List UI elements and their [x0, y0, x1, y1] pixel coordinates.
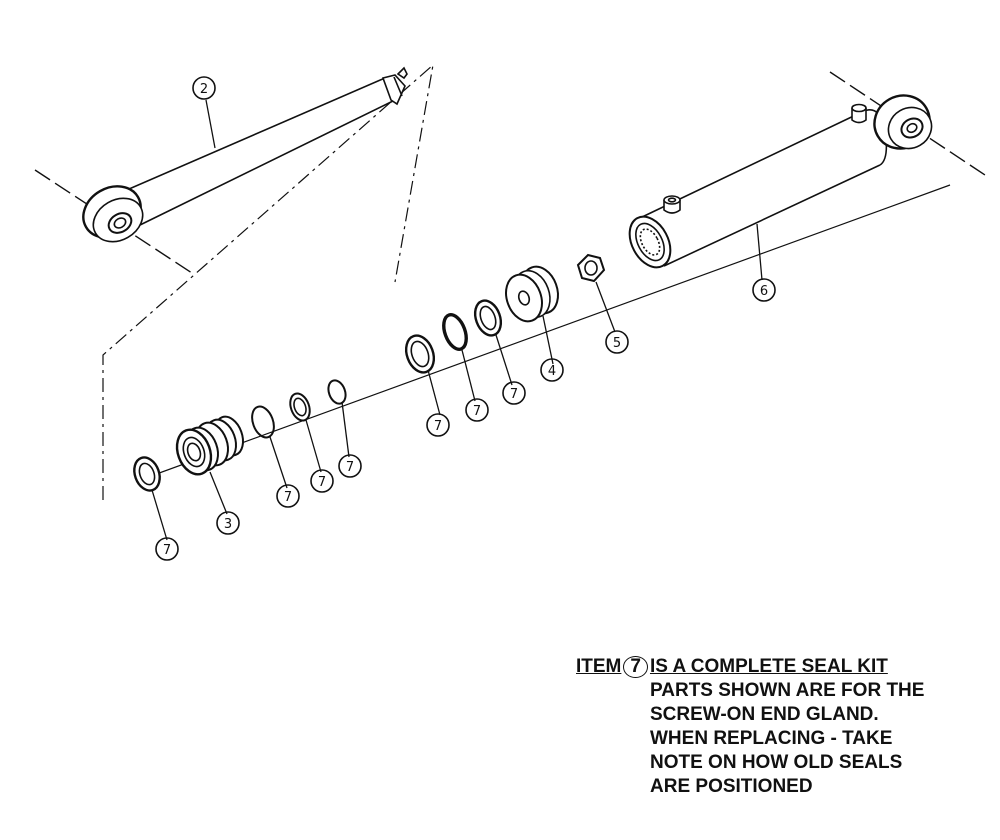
note-line: WHEN REPLACING - TAKE: [650, 728, 893, 749]
svg-text:5: 5: [613, 336, 621, 351]
seal-ring: [133, 456, 161, 492]
callout-item-3: 3: [216, 511, 240, 535]
svg-text:7: 7: [163, 543, 171, 558]
rod-eye: [82, 185, 144, 243]
phantom-line-left: [102, 63, 434, 500]
callout-item-7: 7: [155, 537, 179, 561]
svg-text:7: 7: [318, 475, 326, 490]
barrel-port-2: [851, 103, 867, 124]
seal-ring: [404, 334, 436, 374]
rod-pin-axis: [34, 169, 196, 276]
svg-text:6: 6: [760, 284, 768, 299]
callout-item-7: 7: [310, 469, 334, 493]
note-heading-prefix: ITEM: [576, 656, 622, 677]
svg-text:7: 7: [284, 490, 292, 505]
svg-text:2: 2: [200, 82, 208, 97]
svg-text:7: 7: [434, 419, 442, 434]
barrel-eye: [873, 94, 933, 150]
note-line: SCREW-ON END GLAND.: [650, 704, 879, 725]
piston-nut: [576, 253, 606, 283]
callout-item-7: 7: [338, 454, 362, 478]
svg-text:7: 7: [510, 387, 518, 402]
callout-item-7: 7: [502, 381, 526, 405]
assembly-centerline: [139, 184, 951, 481]
callout-item-7: 7: [465, 398, 489, 422]
piston: [505, 265, 559, 323]
seal-ring: [251, 405, 275, 439]
piston-rod: [82, 66, 408, 243]
callout-item-6: 6: [752, 278, 776, 302]
end-gland: [175, 415, 245, 476]
callout-item-2: 2: [192, 76, 216, 100]
note-line: NOTE ON HOW OLD SEALS: [650, 752, 903, 773]
seal-ring: [442, 313, 468, 351]
barrel-pin-axis: [829, 71, 986, 176]
note-line: PARTS SHOWN ARE FOR THE: [650, 680, 925, 701]
note-heading-suffix: IS A COMPLETE SEAL KIT: [649, 656, 888, 677]
svg-text:3: 3: [224, 517, 232, 532]
seal-ring: [289, 392, 311, 422]
note-line: ARE POSITIONED: [650, 776, 813, 797]
callout-item-7: 7: [426, 413, 450, 437]
seal-ring: [473, 299, 503, 337]
note-item-number: 7: [623, 656, 648, 678]
cylinder-barrel: [628, 94, 933, 269]
leader-lines: [151, 99, 763, 541]
callout-item-5: 5: [605, 330, 629, 354]
svg-text:7: 7: [346, 460, 354, 475]
callout-item-4: 4: [540, 358, 564, 382]
callout-item-7: 7: [276, 484, 300, 508]
svg-text:4: 4: [548, 364, 556, 379]
svg-text:7: 7: [473, 404, 481, 419]
seal-ring: [327, 379, 347, 405]
barrel-port: [663, 195, 681, 214]
